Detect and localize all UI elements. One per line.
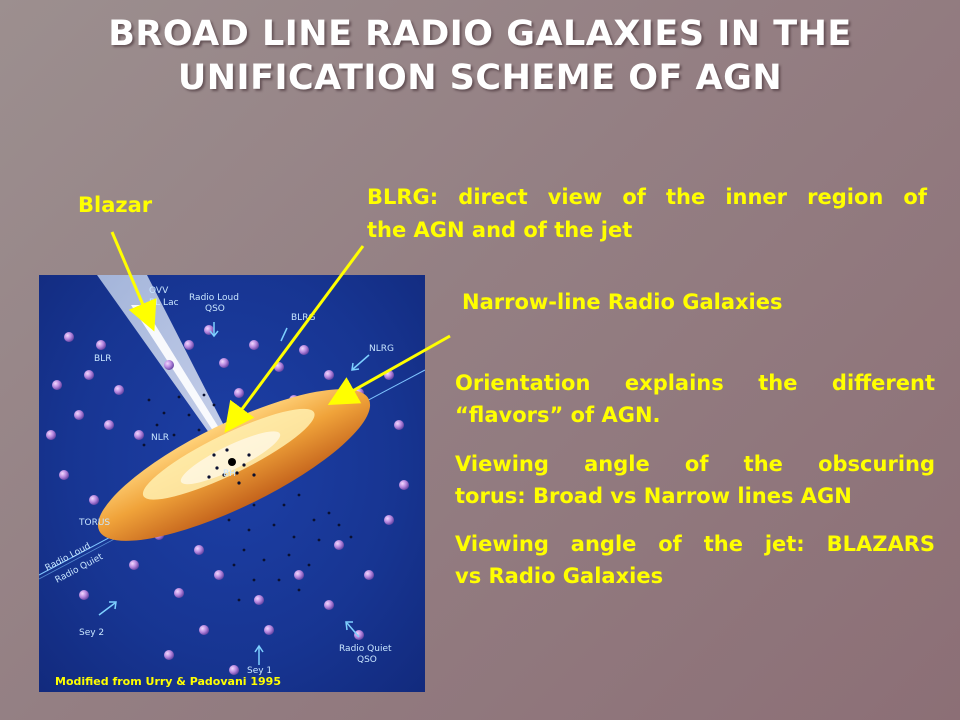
jet-angle-text-line-2: vs Radio Galaxies (455, 564, 664, 588)
blr-diagram-label: BLR (94, 354, 111, 364)
figure-credit: Modified from Urry & Padovani 1995 (55, 675, 281, 688)
orientation-text-line-2: “flavors” of AGN. (455, 403, 661, 427)
agn-unification-diagram: OVV BL Lac Radio Loud QSO BLRG NLRG BLR … (39, 275, 425, 692)
orientation-text-line-1: Orientation explains the different (455, 371, 935, 395)
nlrg-callout: Narrow-line Radio Galaxies (462, 290, 783, 314)
diagram-arrows (98, 322, 370, 665)
jet-angle-text-line-1: Viewing angle of the jet: BLAZARS (455, 532, 935, 556)
blrg-diagram-label: BLRG (291, 313, 315, 323)
torus-diagram-label: TORUS (78, 518, 110, 528)
bllac-label: BL Lac (149, 298, 179, 308)
ovv-label: OVV (149, 286, 169, 296)
sey1-label: Sey 1 (247, 666, 272, 676)
page-title-line-1: BROAD LINE RADIO GALAXIES IN THE (108, 14, 852, 54)
blazar-arrow (110, 231, 157, 332)
black-hole (228, 458, 236, 466)
radio-quiet-qso-label-2: QSO (357, 655, 377, 665)
page-title-line-2: UNIFICATION SCHEME OF AGN (177, 58, 783, 98)
blrg-callout-line-1: BLRG: direct view of the inner region of (367, 185, 927, 209)
blr-dots (207, 448, 256, 485)
bh-diagram-label: BH (223, 469, 236, 479)
blazar-callout: Blazar (78, 193, 153, 217)
radio-loud-qso-label-2: QSO (205, 304, 225, 314)
torus-angle-text-line-2: torus: Broad vs Narrow lines AGN (455, 484, 852, 508)
nlrg-diagram-label: NLRG (369, 344, 394, 354)
sey2-label: Sey 2 (79, 628, 104, 638)
radio-loud-qso-label-1: Radio Loud (189, 293, 239, 303)
blrg-callout-line-2: the AGN and of the jet (367, 218, 633, 242)
nlr-diagram-label: NLR (151, 433, 169, 443)
radio-quiet-qso-label-1: Radio Quiet (339, 644, 392, 654)
blrg-arrow (224, 245, 365, 433)
torus-angle-text-line-1: Viewing angle of the obscuring (455, 452, 935, 476)
jet-core (131, 305, 237, 460)
cloud-spheres (46, 325, 409, 675)
nlrg-arrow (327, 334, 451, 405)
